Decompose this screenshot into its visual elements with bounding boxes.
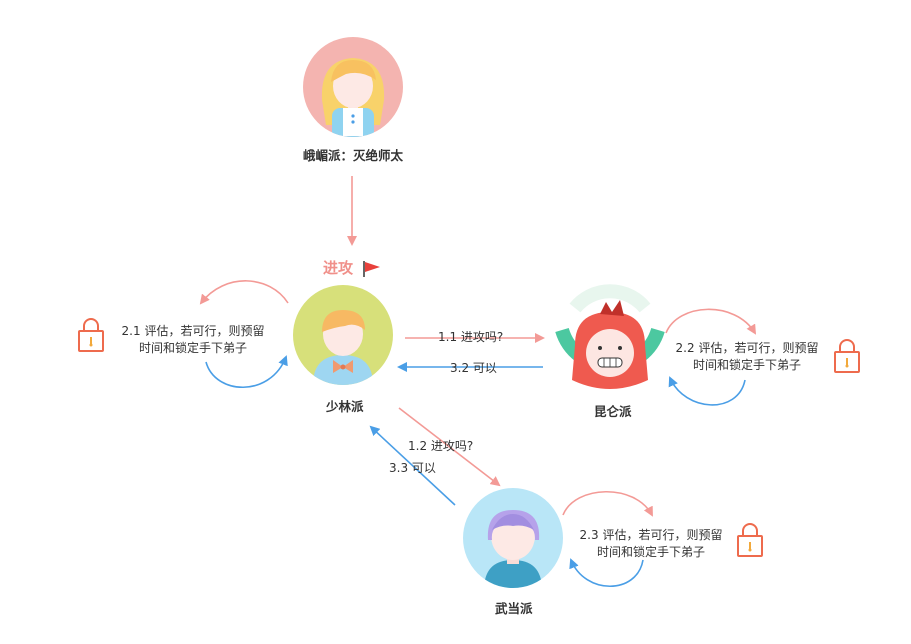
- shaolin-avatar: [293, 285, 393, 385]
- node-label-emei: 峨嵋派：灭绝师太: [303, 148, 404, 163]
- node-label-shaolin: 少林派: [326, 399, 364, 414]
- arrow-3-3: [369, 425, 456, 506]
- attack-label: 进攻: [323, 259, 354, 277]
- node-label-kunlun: 昆仑派: [594, 404, 632, 419]
- flag-icon: [363, 261, 380, 277]
- emei-avatar: [303, 37, 403, 137]
- loop-2-1: [199, 280, 289, 389]
- edge-label-3-2: 3.2 可以: [450, 361, 497, 375]
- wudang-avatar: [463, 488, 563, 588]
- loop-label-2-3: 2.3 评估，若可行，则预留时间和锁定手下弟子: [579, 528, 723, 559]
- edge-label-1-2: 1.2 进攻吗?: [408, 439, 474, 453]
- arrow-1-2: [398, 407, 501, 487]
- lock-icon: [78, 318, 104, 352]
- loop-2-2: [665, 308, 757, 406]
- edge-label-1-1: 1.1 进攻吗?: [438, 330, 504, 344]
- lock-icon: [737, 523, 763, 557]
- loop-label-2-1: 2.1 评估，若可行，则预留时间和锁定手下弟子: [121, 324, 265, 355]
- node-label-wudang: 武当派: [495, 601, 533, 616]
- kunlun-avatar: [555, 284, 665, 395]
- edge-label-3-3: 3.3 可以: [389, 461, 436, 475]
- loop-2-3: [562, 490, 653, 588]
- lock-icon: [834, 339, 860, 373]
- loop-label-2-2: 2.2 评估，若可行，则预留时间和锁定手下弟子: [675, 341, 819, 372]
